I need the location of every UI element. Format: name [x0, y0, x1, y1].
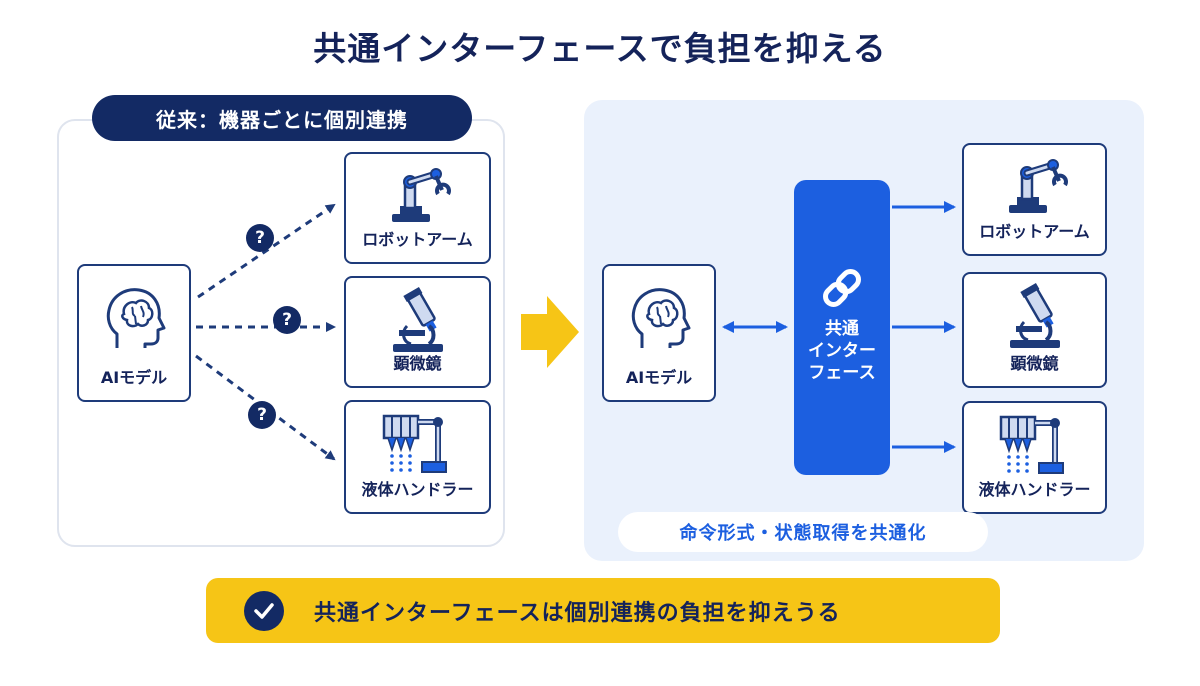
conclusion-text: 共通インターフェースは個別連携の負担を抑えうる: [314, 600, 841, 626]
interface-label-line-3: フェース: [808, 363, 876, 383]
left-liquid-handler-label: 液体ハンドラー: [361, 480, 474, 499]
common-note: 命令形式・状態取得を共通化: [618, 512, 988, 552]
left-microscope-card: 顕微鏡: [344, 276, 491, 388]
right-robot-arm-label: ロボットアーム: [979, 222, 1090, 241]
liquid-handler-icon: [382, 414, 447, 473]
page-title: 共通インターフェースで負担を抑える: [313, 29, 887, 68]
right-robot-arm-card: ロボットアーム: [962, 143, 1107, 256]
right-ai-model-label: AIモデル: [625, 368, 693, 387]
right-microscope-label: 顕微鏡: [1010, 354, 1059, 373]
left-liquid-handler-card: 液体ハンドラー: [344, 400, 491, 514]
interface-label: 共通 インター フェース: [808, 318, 876, 384]
legacy-badge: 従来：機器ごとに個別連携: [92, 95, 472, 141]
microscope-icon: [1009, 282, 1060, 348]
robot-arm-icon: [1008, 159, 1068, 213]
interface-arrows: [722, 201, 956, 453]
liquid-handler-icon: [999, 415, 1064, 474]
link-icon: [823, 269, 861, 307]
common-interface-block: 共通 インター フェース: [794, 180, 890, 475]
robot-arm-icon: [391, 168, 451, 222]
check-icon: [244, 590, 284, 631]
left-microscope-label: 顕微鏡: [393, 354, 442, 373]
legacy-dashed-arrows: [195, 203, 336, 461]
question-icon: ?: [246, 224, 274, 252]
right-ai-model-card: AIモデル: [602, 264, 716, 402]
left-ai-model-label: AIモデル: [100, 368, 168, 387]
brain-head-icon: [631, 288, 691, 348]
left-robot-arm-label: ロボットアーム: [362, 230, 473, 249]
microscope-icon: [392, 286, 443, 352]
conclusion-banner: 共通インターフェースは個別連携の負担を抑えうる: [206, 578, 1000, 643]
question-icon: ?: [248, 401, 276, 429]
right-microscope-card: 顕微鏡: [962, 272, 1107, 388]
right-arrow-icon: [521, 296, 579, 368]
right-liquid-handler-label: 液体ハンドラー: [978, 480, 1091, 499]
question-icon: ?: [273, 306, 301, 334]
left-ai-model-card: AIモデル: [77, 264, 191, 402]
interface-label-line-1: 共通: [825, 319, 859, 339]
brain-head-icon: [106, 288, 166, 348]
left-robot-arm-card: ロボットアーム: [344, 152, 491, 264]
interface-label-line-2: インター: [808, 341, 876, 361]
right-liquid-handler-card: 液体ハンドラー: [962, 401, 1107, 514]
